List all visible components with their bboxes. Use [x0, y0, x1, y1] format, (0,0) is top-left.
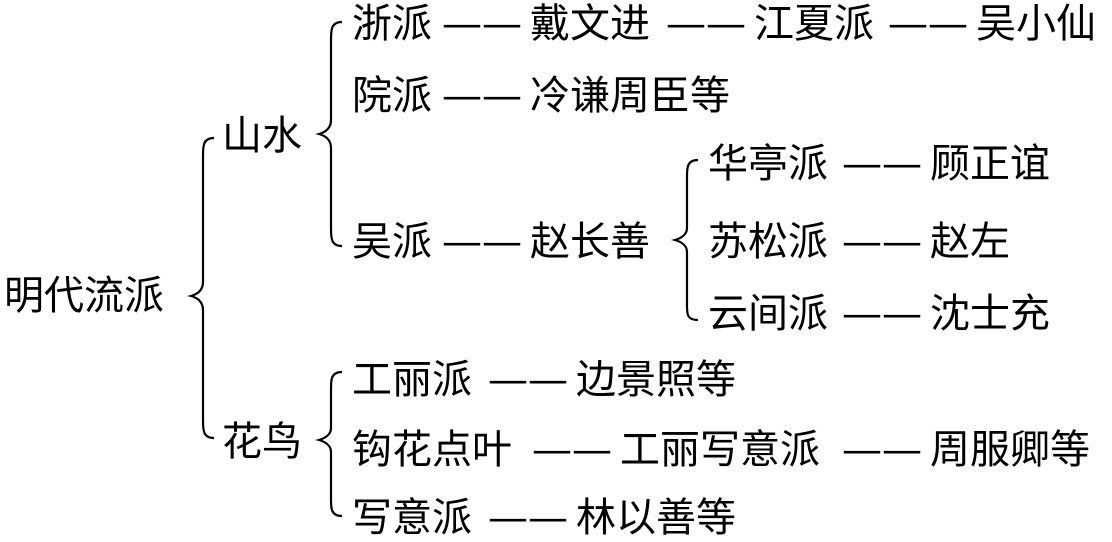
yunjian-rep: 沈士充	[930, 291, 1050, 337]
wupai-school: 吴派	[352, 219, 432, 265]
gongli-dash: ——	[488, 357, 568, 403]
zhepai-dash-3: ——	[888, 1, 968, 47]
gouhua-dash-1: ——	[532, 427, 612, 473]
gongli-xieyi-school: 工丽写意派	[620, 427, 820, 473]
xieyi-dash: ——	[488, 495, 568, 541]
xieyi-rep: 林以善等	[576, 495, 736, 541]
huaniao-label: 花鸟	[222, 419, 302, 465]
wupai-brace	[671, 158, 699, 322]
zhepai-school: 浙派	[352, 1, 432, 47]
gouhua-dash-2: ——	[842, 427, 922, 473]
jiangxia-school: 江夏派	[754, 1, 874, 47]
root-label: 明代流派	[4, 273, 164, 319]
gongli-rep: 边景照等	[576, 357, 736, 403]
huating-school: 华亭派	[708, 141, 828, 187]
xieyi-school: 写意派	[352, 495, 472, 541]
yunjian-school: 云间派	[708, 291, 828, 337]
shanshui-label: 山水	[222, 113, 302, 159]
gouhua-rep: 周服卿等	[930, 427, 1090, 473]
yuanpai-rep: 冷谦周臣等	[530, 73, 730, 119]
yuanpai-school: 院派	[352, 73, 432, 119]
wupai-dash: ——	[442, 219, 522, 265]
susong-school: 苏松派	[708, 219, 828, 265]
jiangxia-rep: 吴小仙	[976, 1, 1096, 47]
zhepai-dash-1: ——	[442, 1, 522, 47]
susong-rep: 赵左	[930, 219, 1010, 265]
gongli-school: 工丽派	[352, 357, 472, 403]
huating-rep: 顾正谊	[930, 141, 1050, 187]
yuanpai-dash: ——	[442, 73, 522, 119]
yunjian-dash: ——	[842, 291, 922, 337]
huaniao-brace	[315, 370, 343, 518]
root-brace	[187, 136, 215, 440]
zhepai-rep-1: 戴文进	[530, 1, 650, 47]
zhepai-dash-2: ——	[666, 1, 746, 47]
wupai-rep: 赵长善	[530, 219, 650, 265]
huating-dash: ——	[842, 141, 922, 187]
gouhua-school: 钩花点叶	[352, 427, 512, 473]
susong-dash: ——	[842, 219, 922, 265]
shanshui-brace	[315, 20, 343, 248]
